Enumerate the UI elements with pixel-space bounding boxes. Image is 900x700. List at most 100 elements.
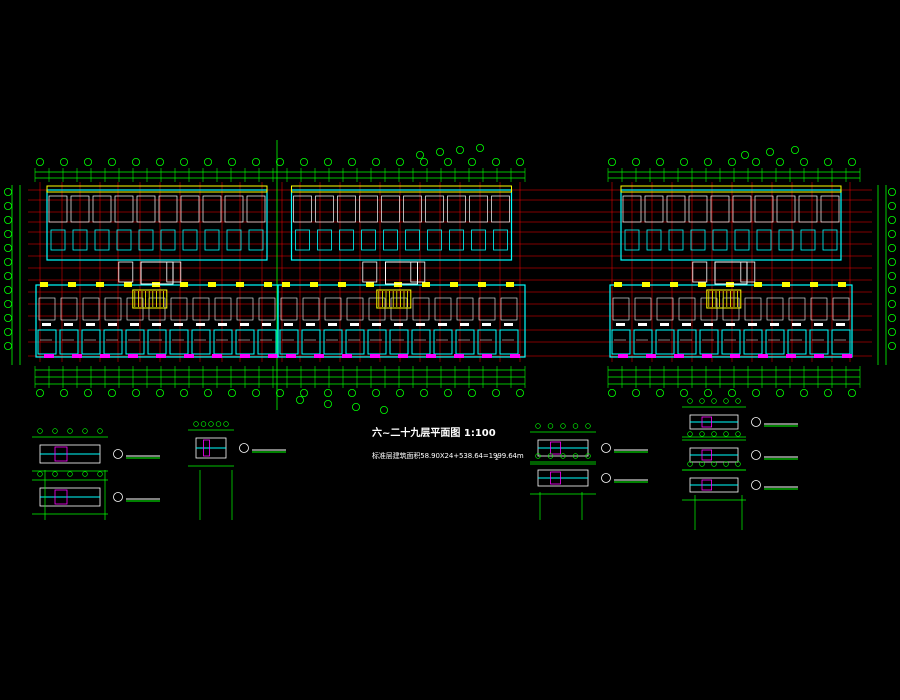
axis-bubble — [4, 341, 12, 350]
axis-bubble — [4, 257, 12, 266]
room — [158, 195, 178, 223]
detail-bubble — [535, 423, 541, 429]
detail-bubble — [687, 461, 693, 467]
room-label — [196, 323, 205, 326]
window-marker — [838, 282, 846, 287]
axis-bubble — [656, 157, 665, 166]
room — [433, 329, 453, 355]
detail-bubble — [82, 471, 88, 477]
axis-bubble — [888, 285, 897, 294]
axis-bubble — [704, 157, 713, 166]
axis-bubble — [419, 157, 428, 166]
room — [170, 297, 188, 321]
detail-bubble — [735, 398, 741, 404]
room-label — [284, 323, 293, 326]
balcony — [212, 354, 222, 358]
room — [766, 297, 784, 321]
room-label — [42, 323, 51, 326]
room — [169, 329, 189, 355]
core — [140, 261, 174, 285]
room — [776, 195, 796, 223]
balcony — [342, 354, 352, 358]
axis-bubble — [323, 399, 332, 408]
axis-bubble — [848, 157, 857, 166]
room — [114, 195, 134, 223]
room — [427, 229, 442, 251]
room — [48, 195, 68, 223]
axis-bubble — [888, 201, 897, 210]
detail-member — [701, 479, 713, 491]
balcony — [398, 354, 408, 358]
stair — [376, 289, 412, 309]
elevator — [410, 261, 426, 283]
red-axis-grid — [28, 182, 872, 362]
axis-bubble — [60, 157, 69, 166]
axis-bubble — [351, 402, 360, 411]
axis-bubble — [848, 388, 857, 397]
detail-bubble — [97, 428, 103, 434]
room — [612, 297, 630, 321]
detail-bubble — [572, 423, 579, 429]
detail-index-circle — [601, 443, 611, 453]
detail-member — [550, 441, 561, 455]
room — [160, 229, 176, 251]
detail-bubble — [560, 423, 566, 429]
room — [213, 329, 233, 355]
room-label — [108, 323, 117, 326]
axis-bubble — [395, 157, 404, 166]
detail-bubble — [97, 471, 103, 477]
room — [491, 195, 510, 223]
room-label — [240, 323, 249, 326]
room — [668, 229, 684, 251]
balcony — [184, 354, 194, 358]
detail-bubble — [735, 431, 741, 437]
room-label — [130, 323, 139, 326]
room — [403, 195, 422, 223]
axis-bubble — [800, 388, 809, 397]
detail-bubble — [547, 453, 554, 459]
axis-bubble — [491, 157, 500, 166]
room — [493, 229, 508, 251]
balcony — [814, 354, 824, 358]
detail-bubble — [699, 461, 705, 467]
wing-outline — [35, 284, 279, 358]
room — [810, 297, 828, 321]
stair-outline — [376, 289, 412, 309]
detail-member — [701, 416, 713, 428]
window-marker — [782, 282, 790, 287]
window-marker — [68, 282, 76, 287]
elevator — [740, 261, 756, 283]
room — [226, 229, 242, 251]
balcony — [758, 354, 768, 358]
room-label — [328, 323, 337, 326]
detail-bubble — [52, 428, 58, 434]
axis-bubble — [467, 388, 476, 397]
window-marker — [338, 282, 346, 287]
axis-bubble — [888, 257, 897, 266]
detail-bubble — [723, 431, 729, 437]
drawing-scale: 1:100 — [463, 428, 496, 439]
building-wing — [609, 185, 853, 358]
room — [754, 195, 774, 223]
room — [734, 229, 750, 251]
window-marker — [698, 282, 706, 287]
detail-drawing — [32, 428, 160, 472]
detail-bubble — [699, 431, 705, 437]
balcony — [286, 354, 296, 358]
room — [148, 297, 166, 321]
room — [765, 329, 785, 355]
detail-bubble — [37, 428, 43, 434]
room-label — [616, 323, 625, 326]
balcony — [702, 354, 712, 358]
detail-index-circle — [239, 443, 249, 453]
axis-bubble — [791, 145, 800, 154]
detail-drawing — [682, 461, 798, 501]
room-label — [482, 323, 491, 326]
detail-bubble — [711, 431, 717, 437]
room — [293, 195, 312, 223]
room — [70, 195, 90, 223]
room — [301, 329, 321, 355]
axis-bubble — [443, 388, 452, 397]
axis-bubble — [108, 388, 117, 397]
window-marker — [180, 282, 188, 287]
